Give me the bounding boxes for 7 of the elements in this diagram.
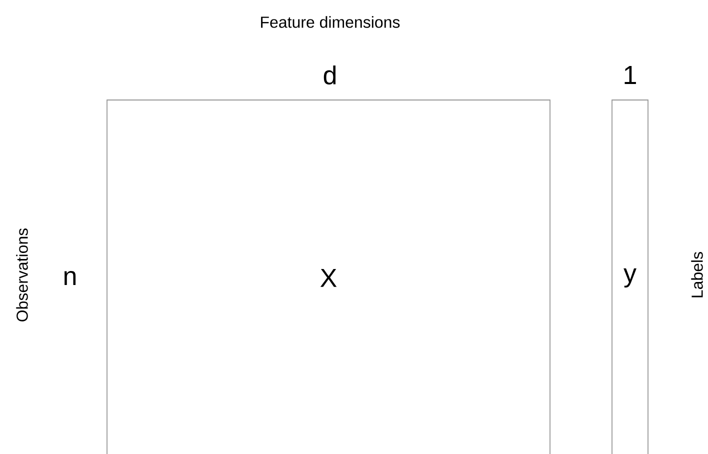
dimension-label: 1 (624, 66, 636, 84)
axis-label: Observations (16, 228, 28, 322)
matrix-box: y (612, 100, 648, 454)
axis-label: Labels (691, 252, 703, 298)
dimension-label: n (64, 271, 76, 285)
matrix-box: X (106, 100, 550, 454)
axis-label: Feature dimensions (261, 16, 400, 28)
